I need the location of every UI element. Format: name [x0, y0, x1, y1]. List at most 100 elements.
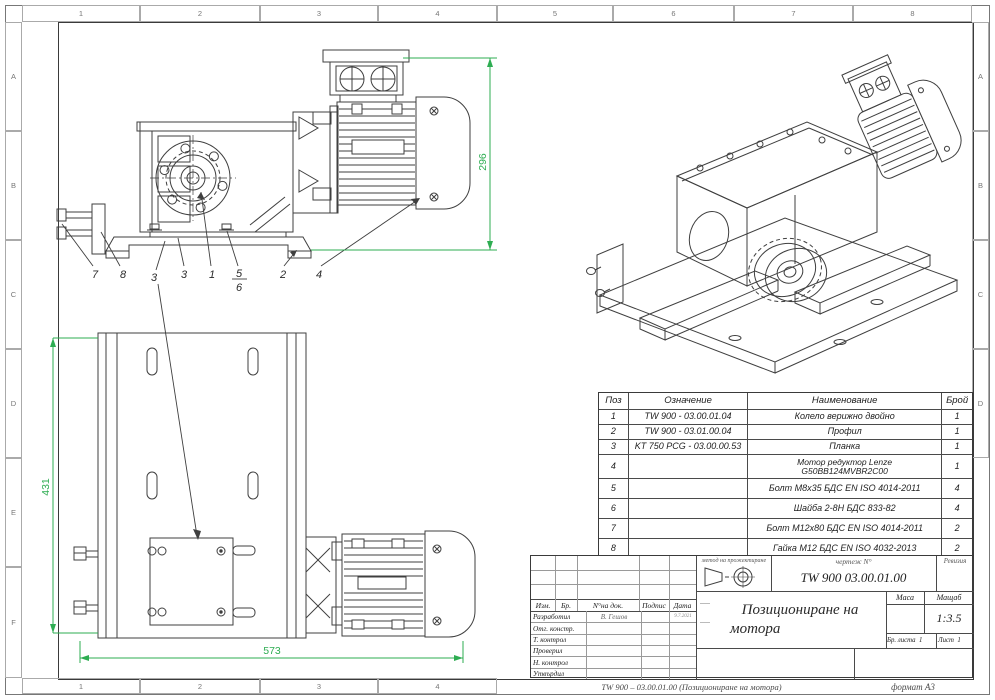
cell-name: Болт М12х80 БДС EN ISO 4014-2011 — [747, 519, 941, 538]
table-row: 8 Гайка М12 БДС EN ISO 4032-2013 2 — [599, 538, 972, 559]
zone-left-c: C — [5, 240, 22, 349]
cell-code — [627, 479, 747, 498]
left-bracket — [57, 204, 105, 254]
dimension-296: 296 — [477, 153, 489, 171]
dimension-431: 431 — [40, 478, 52, 496]
cell-code — [627, 455, 747, 478]
cell-pos: 7 — [610, 522, 616, 533]
table-row: 7 Болт М12х80 БДС EN ISO 4014-2011 2 — [599, 518, 972, 538]
zone-left-a: A — [5, 22, 22, 131]
cell-name: Болт М8х35 БДС EN ISO 4014-2011 — [747, 479, 941, 498]
dimension-573: 573 — [263, 645, 281, 657]
zone-right-c: C — [972, 240, 989, 349]
zone-top-6: 6 — [613, 5, 734, 22]
stamp-marks — [700, 622, 710, 623]
table-row: 1 TW 900 - 03.00.01.04 Колело верижно дв… — [599, 409, 972, 424]
developer-date: 9.7.2021 — [674, 614, 692, 619]
row-developed-label: Разработил — [533, 612, 571, 621]
iso-rails — [640, 246, 930, 340]
zone-top-3: 3 — [260, 5, 378, 22]
zone-bottom-2: 2 — [140, 678, 260, 694]
scale-value: 1:3.5 — [936, 611, 962, 625]
zone-top-1: 1 — [22, 5, 140, 22]
side-bolts-top-view — [74, 547, 98, 614]
zone-top-2: 2 — [140, 5, 260, 22]
footer-designation: TW 900 – 03.00.01.00 (Позициониране на м… — [601, 681, 782, 692]
part-callout-numbers: 7 8 3 3 1 5 6 2 4 — [92, 268, 322, 294]
col-br: Бр. — [560, 600, 572, 610]
cell-qty: 1 — [941, 440, 972, 454]
cell-name: Гайка М12 БДС EN ISO 4032-2013 — [747, 539, 941, 559]
callout-1: 1 — [209, 269, 215, 281]
cell-code — [627, 499, 747, 518]
stamp-marks — [700, 603, 710, 604]
scale-label: Мащаб — [936, 593, 962, 602]
developer-name: В. Гешов — [600, 612, 628, 621]
cell-pos: 6 — [610, 502, 616, 513]
side-view — [57, 50, 470, 258]
zone-top-5: 5 — [497, 5, 613, 22]
callout-4: 4 — [316, 269, 322, 281]
col-date: Дата — [673, 600, 692, 610]
drawing-title: Позициониране на мотора — [730, 602, 859, 637]
row-checked-label: Проверил — [533, 646, 563, 655]
zone-top-7: 7 — [734, 5, 853, 22]
cell-name: Шайба 2-8Н БДС 833-82 — [747, 499, 941, 518]
zone-top-8: 8 — [853, 5, 972, 22]
cell-name: Планка — [747, 440, 941, 454]
base-plate-side — [106, 224, 311, 258]
footer-format: формат А3 — [891, 681, 935, 692]
row-norm-control-label: Н. контрол — [533, 657, 568, 667]
zone-left-e: E — [5, 458, 22, 567]
col-izm: Изм. — [535, 600, 551, 610]
cell-qty: 1 — [941, 455, 972, 478]
cell-qty: 2 — [941, 519, 972, 538]
cell-qty: 2 — [941, 539, 972, 559]
dimensions: 296 431 573 — [40, 58, 497, 663]
projection-method-label: метод на прожектиране — [701, 558, 767, 564]
table-row: 5 Болт М8х35 БДС EN ISO 4014-2011 4 — [599, 478, 972, 498]
iso-base-plate — [600, 218, 957, 373]
terminal-box — [323, 50, 409, 102]
iso-motor — [838, 41, 967, 186]
sheet-number-label: Лист 1 — [938, 637, 961, 644]
iso-sprocket — [740, 229, 833, 311]
col-header-code: Означение — [627, 393, 747, 409]
cell-pos: 3 — [610, 441, 616, 452]
row-tech-control-label: Т. контрол — [533, 635, 567, 644]
first-angle-projection-symbol — [703, 565, 767, 589]
cell-pos: 8 — [610, 543, 616, 554]
col-doc-no: N°на док. — [592, 600, 624, 610]
table-row: 2 TW 900 - 03.01.00.04 Профил 1 — [599, 424, 972, 439]
callout-6: 6 — [236, 282, 243, 294]
drawing-no-label: чертеж N° — [835, 557, 872, 566]
zone-right-b: B — [972, 131, 989, 240]
cell-pos: 4 — [610, 460, 616, 471]
col-header-name: Наименование — [747, 393, 941, 409]
cell-code — [627, 539, 747, 559]
zone-left-f: F — [5, 567, 22, 678]
cell-qty: 1 — [941, 410, 972, 424]
cell-qty: 1 — [941, 425, 972, 439]
cell-name: Профил — [747, 425, 941, 439]
mounting-plate — [148, 538, 255, 625]
cell-name: Колело верижно двойно — [747, 410, 941, 424]
cell-name: Мотор редуктор Lenze G50BB124MVBR2C00 — [747, 455, 941, 478]
table-row: 4 Мотор редуктор Lenze G50BB124MVBR2C00 … — [599, 454, 972, 478]
inner-drawing-frame — [58, 22, 974, 680]
cell-pos: 2 — [610, 426, 616, 437]
row-chief-designer-label: Отг. констр. — [533, 623, 575, 633]
callout-8: 8 — [120, 269, 127, 281]
zone-top-4: 4 — [378, 5, 497, 22]
table-row: 6 Шайба 2-8Н БДС 833-82 4 — [599, 498, 972, 518]
zone-bottom-4: 4 — [378, 678, 497, 694]
cell-pos: 1 — [610, 411, 616, 422]
cell-pos: 5 — [610, 482, 616, 493]
motor-adapter — [293, 106, 338, 213]
gearbox-side — [137, 122, 296, 232]
callout-3b: 3 — [181, 269, 188, 281]
cell-code: KT 750 PCG - 03.00.00.53 — [627, 440, 747, 454]
parts-table-header: Поз Означение Наименование Брой — [599, 393, 972, 409]
